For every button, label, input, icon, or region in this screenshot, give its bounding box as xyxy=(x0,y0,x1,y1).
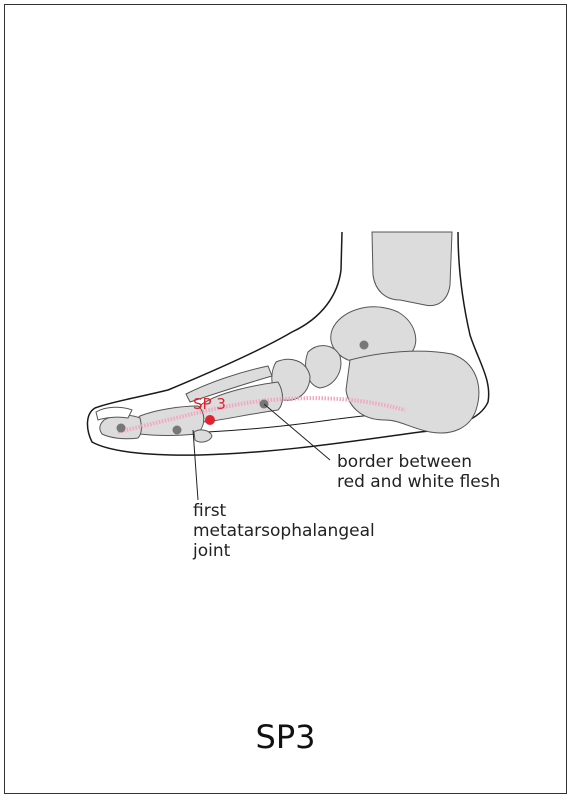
page-title: SP3 xyxy=(0,718,571,756)
border-annotation-line1: border between xyxy=(337,453,472,472)
landmark-dot xyxy=(173,426,182,435)
joint-annotation-line3: joint xyxy=(193,542,230,561)
landmark-dot xyxy=(360,341,369,350)
joint-annotation-line1: first xyxy=(193,502,226,521)
sp3-point-label: SP 3 xyxy=(193,395,226,413)
landmark-dot xyxy=(117,424,126,433)
joint-annotation-line2: metatarsophalangeal xyxy=(193,522,375,541)
sesamoid xyxy=(194,430,212,442)
tibia xyxy=(372,232,452,306)
border-annotation-line2: red and white flesh xyxy=(337,473,500,492)
sp3-point-marker xyxy=(205,415,215,425)
